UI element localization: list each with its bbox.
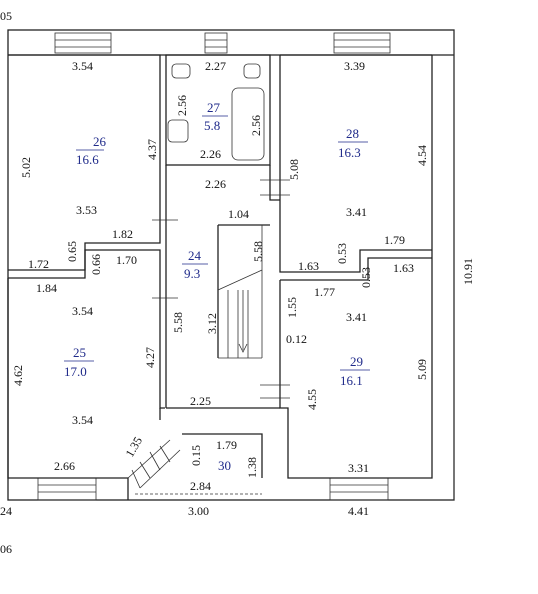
room-28-area: 16.3 <box>338 145 361 160</box>
windows-top <box>54 32 391 54</box>
outer-walls <box>7 29 455 501</box>
room-29-number: 29 <box>350 354 363 369</box>
room-25-area: 17.0 <box>64 364 87 379</box>
dim-r30-b: 1.79 <box>216 438 237 452</box>
dim-bottom-mid: 3.00 <box>188 504 209 518</box>
dim-right-hall-d: 0.53 <box>359 267 373 288</box>
dim-corridor-stair: 5.58 <box>251 241 265 262</box>
toilet-icon <box>171 63 191 79</box>
dim-r29-top: 3.41 <box>346 310 367 324</box>
dim-r26-bottom: 3.53 <box>76 203 97 217</box>
sink-icon <box>167 119 189 143</box>
dim-r26-right: 4.37 <box>145 139 159 160</box>
dim-r27-bottom: 2.26 <box>200 147 221 161</box>
dim-r27-top: 2.27 <box>205 59 226 73</box>
bathroom-walls <box>165 54 271 166</box>
dim-hall-b: 1.72 <box>28 257 49 271</box>
dim-overall-height: 10.91 <box>461 258 475 285</box>
corridor-walls <box>165 165 280 409</box>
dim-top-left-edge: 05 <box>0 9 12 23</box>
dim-diag: 1.35 <box>122 434 145 459</box>
left-rooms-walls <box>7 54 165 500</box>
dim-corridor-top: 2.26 <box>205 177 226 191</box>
room-24-number: 24 <box>188 248 202 263</box>
dim-hall-a: 0.65 <box>65 241 79 262</box>
dim-r30-right: 1.38 <box>245 457 259 478</box>
bathtub-icon <box>231 87 265 161</box>
dim-stair-bottom: 2.25 <box>190 394 211 408</box>
room-30-number: 30 <box>218 458 231 473</box>
dim-right-hall-a: 0.53 <box>335 243 349 264</box>
dim-right-hall-c: 1.63 <box>298 259 319 273</box>
dim-r26-top: 3.54 <box>72 59 93 73</box>
room-25-number: 25 <box>73 345 86 360</box>
dim-r29-left2: 0.12 <box>286 332 307 346</box>
dim-r29-left3: 4.55 <box>305 389 319 410</box>
right-rooms-walls <box>279 54 433 479</box>
dim-r25-base: 2.66 <box>54 459 75 473</box>
dim-right-hall-b: 1.79 <box>384 233 405 247</box>
dim-corridor-inner: 1.04 <box>228 207 249 221</box>
tick-marks <box>152 179 290 399</box>
dim-bottom-left-edge: 24 <box>0 504 12 518</box>
room-26-area: 16.6 <box>76 152 99 167</box>
room-27-area: 5.8 <box>204 118 220 133</box>
bidet-icon <box>243 63 261 79</box>
entry-walls <box>127 433 263 495</box>
dim-corridor-left: 1.82 <box>112 227 133 241</box>
dim-hall-e: 1.84 <box>36 281 57 295</box>
dim-r25-right: 4.27 <box>143 347 157 368</box>
dim-right-hall-f: 1.77 <box>314 285 335 299</box>
dim-r29-left: 1.55 <box>285 297 299 318</box>
dim-r25-bottom: 3.54 <box>72 413 93 427</box>
dim-r24-left: 5.58 <box>171 312 185 333</box>
dim-r25-top: 3.54 <box>72 304 93 318</box>
dim-r28-left: 5.08 <box>287 159 301 180</box>
outer-frame <box>7 29 455 501</box>
windows-bottom <box>37 477 389 501</box>
room-27-number: 27 <box>207 100 221 115</box>
dim-hall-c: 0.66 <box>89 254 103 275</box>
dim-r30-bottom: 2.84 <box>190 479 211 493</box>
dim-r28-right: 4.54 <box>415 145 429 166</box>
dim-r29-bottom: 3.31 <box>348 461 369 475</box>
dim-r26-left: 5.02 <box>19 157 33 178</box>
dim-r30-a: 0.15 <box>189 445 203 466</box>
dim-r29-right: 5.09 <box>415 359 429 380</box>
dim-r28-bottom: 3.41 <box>346 205 367 219</box>
room-28-number: 28 <box>346 126 359 141</box>
dim-r24-stair: 3.12 <box>205 313 219 334</box>
dim-r28-top: 3.39 <box>344 59 365 73</box>
room-24-area: 9.3 <box>184 266 200 281</box>
dim-hall-d: 1.70 <box>116 253 137 267</box>
room-29-area: 16.1 <box>340 373 363 388</box>
dim-r25-left: 4.62 <box>11 365 25 386</box>
dim-bottom-right: 4.41 <box>348 504 369 518</box>
dim-footer-edge: 06 <box>0 542 12 556</box>
dim-r27-tub: 2.56 <box>249 115 263 136</box>
dim-right-hall-e: 1.63 <box>393 261 414 275</box>
room-26-number: 26 <box>93 134 107 149</box>
dim-r27-left: 2.56 <box>175 95 189 116</box>
